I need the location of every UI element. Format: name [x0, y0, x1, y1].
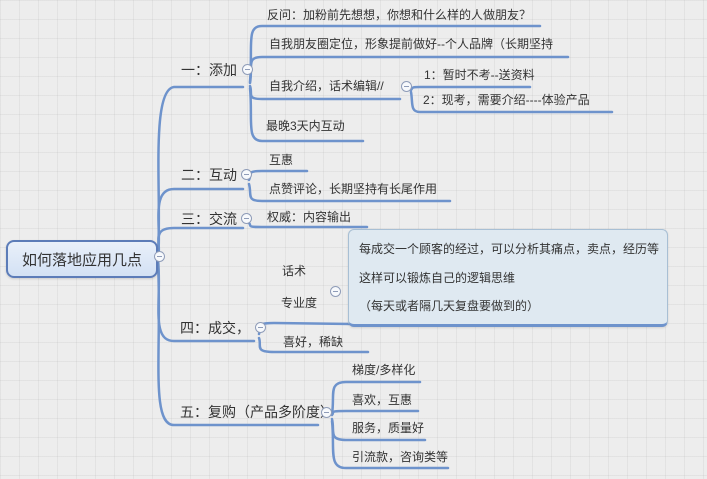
node-b1-child-1[interactable]: 反问：加粉前先想想，你想和什么样的人做朋友？ — [267, 8, 532, 22]
node-b4-child-2[interactable]: 专业度 — [281, 296, 318, 310]
child-line — [257, 321, 354, 336]
collapse-icon[interactable] — [330, 286, 341, 297]
branch-line-3 — [156, 226, 245, 259]
root-topic-label: 如何落地应用几点 — [21, 251, 142, 269]
collapse-icon[interactable] — [401, 81, 412, 92]
note-topic[interactable]: 每成交一个顾客的经过，可以分析其痛点，卖点，经历等 这样可以锻炼自己的逻辑思维 … — [348, 229, 668, 327]
child-line — [409, 85, 532, 92]
collapse-icon[interactable] — [241, 169, 252, 180]
node-b5-child-3[interactable]: 服务，质量好 — [352, 421, 425, 435]
node-branch-4[interactable]: 四：成交， — [180, 320, 250, 336]
node-branch-5[interactable]: 五：复购（产品多阶度） — [180, 404, 334, 420]
node-b4-child-1[interactable]: 话术 — [282, 264, 307, 278]
node-b1-child-4[interactable]: 最晚3天内互动 — [266, 119, 345, 133]
collapse-icon[interactable] — [242, 64, 253, 75]
node-b1-grandchild-2[interactable]: 2：现考，需要介绍----体验产品 — [423, 93, 590, 107]
note-line-2: 这样可以锻炼自己的逻辑思维 — [359, 271, 516, 285]
node-b2-child-2[interactable]: 点赞评论，长期坚持有长尾作用 — [269, 182, 438, 196]
node-b1-child-2[interactable]: 自我朋友圈定位，形象提前做好--个人品牌（长期坚持 — [269, 37, 553, 51]
child-line — [247, 169, 309, 182]
node-b3-child-1[interactable]: 权威：内容输出 — [267, 210, 352, 224]
note-line-3: （每天或者隔几天复盘要做到的） — [359, 299, 540, 313]
collapse-icon[interactable] — [321, 407, 332, 418]
node-b4-child-3[interactable]: 喜好，稀缺 — [283, 335, 344, 349]
node-b2-child-1[interactable]: 互惠 — [269, 153, 294, 167]
node-branch-3[interactable]: 三：交流 — [181, 211, 237, 227]
node-b1-grandchild-1[interactable]: 1：暂时不考--送资料 — [424, 68, 535, 82]
node-branch-1[interactable]: 一：添加 — [181, 62, 237, 78]
collapse-icon[interactable] — [255, 322, 266, 333]
note-line-1: 每成交一个顾客的经过，可以分析其痛点，卖点，经历等 — [359, 242, 660, 256]
node-b5-child-4[interactable]: 引流款，咨询类等 — [352, 450, 449, 464]
root-topic[interactable]: 如何落地应用几点 — [6, 240, 158, 278]
collapse-icon[interactable] — [241, 213, 252, 224]
node-b1-child-3[interactable]: 自我介绍，话术编辑// — [269, 79, 384, 93]
node-branch-2[interactable]: 二：互动 — [181, 167, 237, 183]
node-b5-child-2[interactable]: 喜欢，互惠 — [352, 393, 413, 407]
collapse-icon[interactable] — [154, 251, 165, 262]
node-b5-child-1[interactable]: 梯度/多样化 — [352, 363, 416, 377]
child-line — [330, 409, 420, 417]
